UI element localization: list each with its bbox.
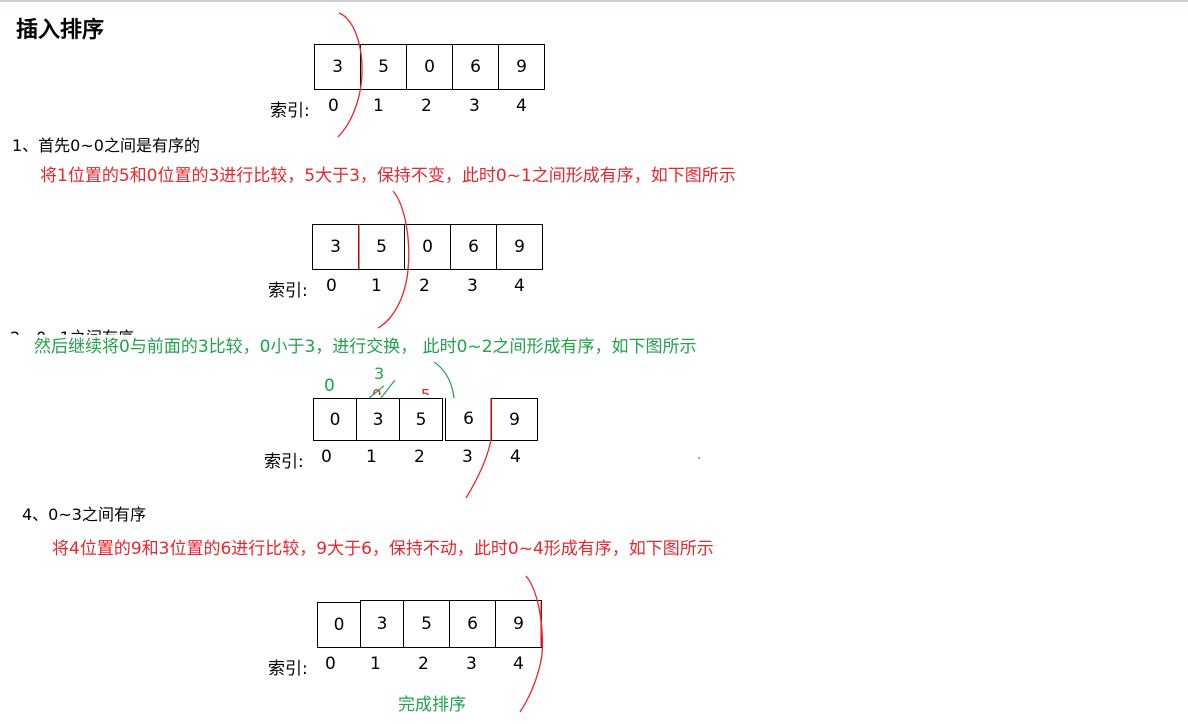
array-cell: 0 [313,398,357,441]
step1-note: 将1位置的5和0位置的3进行比较，5大于3，保持不变，此时0~1之间形成有序，如… [40,166,736,186]
stray-dot [698,457,700,459]
index-label: 索引: [270,101,310,121]
index-number: 3 [466,654,477,674]
array-cell: 5 [399,398,443,441]
array-cell: 5 [403,600,450,648]
array-cell: 6 [445,398,492,441]
swap-note-zero: 0 [324,376,335,396]
step2-heading: 2、0~1之间有序 [10,328,134,347]
index-label: 索引: [268,281,308,301]
index-number: 4 [514,276,525,296]
index-number: 1 [373,96,384,116]
step1-heading: 1、首先0~0之间是有序的 [12,136,200,155]
array-cell: 6 [449,600,496,648]
array-cell: 3 [312,224,359,270]
array-cell: 9 [496,224,543,270]
index-number: 0 [321,447,332,467]
array-cell: 5 [360,44,407,90]
array-cell: 9 [495,600,542,648]
index-number: 2 [418,654,429,674]
index-number: 4 [510,447,521,467]
array-cell: 9 [498,44,545,90]
step2-note: 然后继续将0与前面的3比较，0小于3，进行交换， 此时0~2之间形成有序，如下图… [34,337,697,357]
step4-heading: 4、0~3之间有序 [22,505,146,524]
index-number: 2 [414,447,425,467]
index-number: 3 [469,96,480,116]
array-cell: 3 [314,44,361,90]
index-number: 0 [328,96,339,116]
array-cell: 3 [360,600,404,648]
index-number: 1 [370,654,381,674]
array-cell: 0 [317,602,361,648]
index-number: 0 [325,654,336,674]
top-border [0,0,1188,2]
index-number: 1 [371,276,382,296]
index-label: 索引: [268,659,308,679]
index-number: 2 [419,276,430,296]
array-cell: 0 [404,224,451,270]
step4-note: 将4位置的9和3位置的6进行比较，9大于6，保持不动，此时0~4形成有序，如下图… [52,539,714,559]
page-title: 插入排序 [16,18,105,43]
array-cell: 0 [406,44,453,90]
array-cell: 6 [450,224,497,270]
array-cell: 6 [452,44,499,90]
index-number: 3 [462,447,473,467]
array-cell: 5 [358,224,405,270]
array-cell: 3 [356,398,400,441]
index-label: 索引: [264,452,304,472]
swap-note-three: 3 [374,364,385,383]
index-number: 2 [421,96,432,116]
index-number: 4 [513,654,524,674]
index-number: 0 [326,276,337,296]
array-cell: 9 [491,398,538,441]
index-number: 1 [366,447,377,467]
swap-curve [433,361,455,399]
index-number: 3 [467,276,478,296]
done-label: 完成排序 [398,695,466,715]
index-number: 4 [516,96,527,116]
swap-note-red-five: 5 [421,386,431,404]
